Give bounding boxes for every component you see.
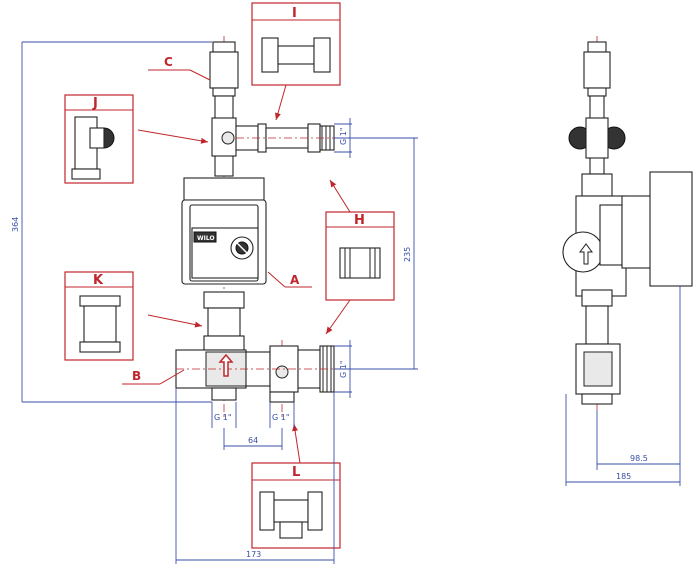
ref-C: C: [148, 55, 211, 81]
svg-text:I: I: [292, 6, 297, 21]
svg-text:L: L: [292, 465, 300, 480]
dim-port-spacing: 235: [403, 247, 412, 262]
callout-L: L: [251, 423, 341, 549]
svg-text:H: H: [354, 213, 365, 228]
dim-thread-bottom-left: G 1": [214, 413, 232, 422]
dim-overall-height: 364: [11, 217, 20, 232]
dim-overall-width: 173: [246, 550, 261, 559]
callout-I: I: [251, 2, 341, 121]
dim-thread-top: G 1": [339, 127, 348, 145]
side-view: 98.5 185: [562, 36, 693, 486]
pump-brand-label: WILO: [197, 235, 215, 242]
callout-H: H: [325, 179, 395, 335]
dim-side-width: 185: [616, 472, 631, 481]
svg-text:B: B: [132, 369, 141, 383]
svg-text:K: K: [93, 273, 104, 288]
ref-B: B: [122, 369, 185, 385]
callout-K: K: [64, 271, 203, 361]
callout-J: J: [64, 94, 209, 184]
dim-thread-mid: G 1": [339, 360, 348, 378]
dim-side-offset: 98.5: [630, 454, 648, 463]
svg-text:A: A: [290, 273, 300, 287]
dimension-lines: 364 235 G 1" G 1" G 1" G 1" 64 173: [11, 41, 418, 564]
dim-thread-bottom-right: G 1": [272, 413, 290, 422]
svg-text:C: C: [164, 55, 173, 69]
ref-A: A: [267, 271, 312, 288]
dim-bottom-spacing: 64: [248, 436, 258, 445]
front-view: WILO: [175, 36, 345, 420]
svg-text:J: J: [92, 96, 98, 111]
